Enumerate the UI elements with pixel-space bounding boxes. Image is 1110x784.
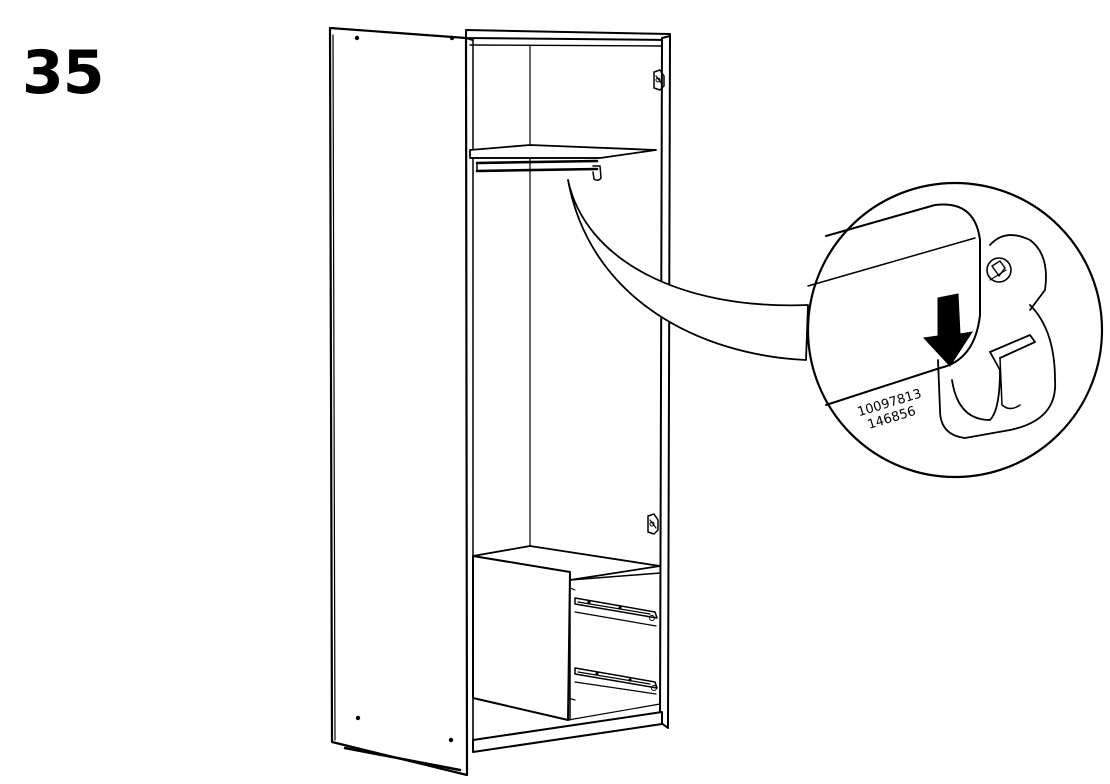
hinge-top bbox=[653, 69, 665, 91]
rail-hook-bracket bbox=[937, 304, 1056, 439]
detail-callout: 10097813 146856 bbox=[567, 179, 1104, 479]
cam-hole bbox=[449, 35, 455, 41]
top-panel bbox=[465, 29, 671, 41]
hinge-bottom bbox=[647, 513, 659, 535]
cam-hole bbox=[448, 737, 454, 743]
drawer-front bbox=[472, 555, 571, 721]
wardrobe bbox=[328, 26, 671, 777]
cam-hole bbox=[355, 715, 361, 721]
screw-icon bbox=[986, 234, 1047, 311]
cam-hole bbox=[354, 35, 360, 41]
rail-end-panel bbox=[825, 203, 981, 406]
drawer-runner-upper bbox=[574, 597, 658, 627]
shelf bbox=[469, 144, 657, 159]
down-arrow-icon bbox=[922, 293, 974, 367]
left-side-panel bbox=[328, 26, 469, 777]
right-side-panel bbox=[659, 35, 671, 729]
drawer-runner-lower bbox=[574, 667, 658, 695]
step-number: 35 bbox=[22, 38, 104, 108]
clothes-rail bbox=[475, 159, 602, 182]
callout-leader bbox=[567, 179, 809, 361]
